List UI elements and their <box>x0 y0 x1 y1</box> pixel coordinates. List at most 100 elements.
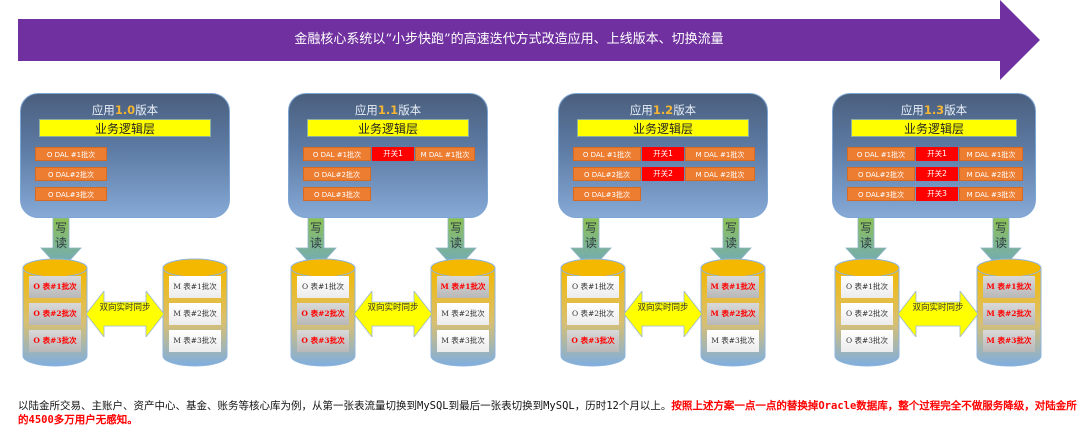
read-write-label: 写读 <box>309 221 322 250</box>
o-dal-box: O DAL#2批次 <box>35 167 107 181</box>
bidirectional-sync-arrow <box>624 291 702 337</box>
cylinder-top <box>290 258 356 278</box>
o-dal-box: O DAL #1批次 <box>303 147 371 161</box>
read-write-label: 写读 <box>584 221 597 250</box>
o-dal-box: O DAL#3批次 <box>847 187 915 201</box>
o-dal-box: O DAL #1批次 <box>847 147 915 161</box>
o-dal-box: O DAL#3批次 <box>573 187 641 201</box>
table-batch-cell: M 表#2批次 <box>437 303 489 325</box>
table-batch-cell: O 表#2批次 <box>567 303 619 325</box>
version-number: 1.0 <box>114 103 136 117</box>
o-dal-box: O DAL#2批次 <box>573 167 641 181</box>
version-number: 1.3 <box>923 103 945 117</box>
m-dal-box: M DAL #2批次 <box>685 167 755 181</box>
table-batch-cell: O 表#3批次 <box>297 330 349 352</box>
title-suffix: 版本 <box>673 103 697 117</box>
timeline-arrow-shape <box>18 0 1040 80</box>
title-suffix: 版本 <box>398 103 422 117</box>
title-prefix: 应用 <box>900 103 924 117</box>
switch-box: 开关1 <box>642 147 684 161</box>
table-batch-cell: M 表#2批次 <box>707 303 759 325</box>
m-dal-box: M DAL #3批次 <box>959 187 1023 201</box>
read-write-label: 写读 <box>54 221 67 250</box>
table-batch-cell: M 表#1批次 <box>169 276 221 298</box>
table-batch-cell: O 表#1批次 <box>297 276 349 298</box>
o-dal-box: O DAL #1批次 <box>573 147 641 161</box>
table-batch-cell: O 表#1批次 <box>841 276 893 298</box>
table-batch-cell: O 表#3批次 <box>567 330 619 352</box>
business-logic-layer: 业务逻辑层 <box>307 119 469 137</box>
timeline-arrow <box>18 0 1040 80</box>
business-logic-layer: 业务逻辑层 <box>577 119 749 137</box>
switch-box: 开关2 <box>642 167 684 181</box>
switch-box: 开关3 <box>916 187 958 201</box>
table-batch-cell: M 表#1批次 <box>707 276 759 298</box>
cylinder-top <box>22 258 88 278</box>
title-suffix: 版本 <box>944 103 968 117</box>
footer-description: 以陆金所交易、主账户、资产中心、基金、账务等核心库为例，从第一张表流量切换到My… <box>18 399 1078 427</box>
table-batch-cell: M 表#3批次 <box>707 330 759 352</box>
title-prefix: 应用 <box>91 103 115 117</box>
cylinder-top <box>162 258 228 278</box>
cylinder-top <box>700 258 766 278</box>
cylinder-top <box>430 258 496 278</box>
bidirectional-sync-arrow <box>86 291 164 337</box>
business-logic-layer: 业务逻辑层 <box>851 119 1017 137</box>
o-dal-box: O DAL#2批次 <box>847 167 915 181</box>
sync-label: 双向实时同步 <box>99 303 151 313</box>
table-batch-cell: O 表#2批次 <box>841 303 893 325</box>
table-batch-cell: M 表#3批次 <box>983 330 1035 352</box>
banner-title: 金融核心系统以“小步快跑”的高速迭代方式改造应用、上线版本、切换流量 <box>294 32 724 47</box>
sync-label: 双向实时同步 <box>912 303 964 313</box>
version-number: 1.2 <box>652 103 674 117</box>
bidirectional-sync-arrow <box>898 291 978 337</box>
sync-arrow-shape <box>354 291 432 337</box>
title-suffix: 版本 <box>135 103 159 117</box>
read-write-label: 写读 <box>449 221 462 250</box>
m-dal-box: M DAL #1批次 <box>415 147 475 161</box>
business-logic-layer: 业务逻辑层 <box>39 119 211 137</box>
table-batch-cell: O 表#2批次 <box>29 303 81 325</box>
o-dal-box: O DAL#3批次 <box>303 187 371 201</box>
title-prefix: 应用 <box>354 103 378 117</box>
table-batch-cell: M 表#3批次 <box>437 330 489 352</box>
table-batch-cell: O 表#2批次 <box>297 303 349 325</box>
cylinder-top <box>834 258 900 278</box>
table-batch-cell: O 表#3批次 <box>841 330 893 352</box>
m-dal-box: M DAL #1批次 <box>959 147 1023 161</box>
panel-title: 应用1.0版本 <box>21 102 229 118</box>
sync-arrow-shape <box>624 291 702 337</box>
o-dal-box: O DAL#3批次 <box>35 187 107 201</box>
arrow-shape <box>40 218 82 271</box>
footer-normal-text: 以陆金所交易、主账户、资产中心、基金、账务等核心库为例，从第一张表流量切换到My… <box>18 400 672 412</box>
table-batch-cell: M 表#2批次 <box>983 303 1035 325</box>
switch-box: 开关2 <box>916 167 958 181</box>
read-write-label: 写读 <box>994 221 1007 250</box>
bidirectional-sync-arrow <box>354 291 432 337</box>
footer-highlight-text: 按照上述方案一点一点的替换掉Oracle数据库，整个过程完全不做服务降级，对陆金… <box>18 400 1077 426</box>
table-batch-cell: M 表#1批次 <box>437 276 489 298</box>
write-read-arrow-oracle <box>40 218 82 271</box>
panel-title: 应用1.3版本 <box>833 102 1035 118</box>
switch-box: 开关1 <box>372 147 414 161</box>
cylinder-top <box>976 258 1042 278</box>
read-write-label: 写读 <box>724 221 737 250</box>
title-prefix: 应用 <box>629 103 653 117</box>
sync-arrow-shape <box>86 291 164 337</box>
cylinder-top <box>560 258 626 278</box>
table-batch-cell: M 表#1批次 <box>983 276 1035 298</box>
sync-arrow-shape <box>898 291 978 337</box>
sync-label: 双向实时同步 <box>637 303 689 313</box>
panel-title: 应用1.2版本 <box>559 102 767 118</box>
panel-title: 应用1.1版本 <box>289 102 487 118</box>
read-write-label: 写读 <box>859 221 872 250</box>
sync-label: 双向实时同步 <box>367 303 419 313</box>
table-batch-cell: O 表#1批次 <box>29 276 81 298</box>
o-dal-box: O DAL #1批次 <box>35 147 107 161</box>
version-number: 1.1 <box>377 103 399 117</box>
table-batch-cell: O 表#1批次 <box>567 276 619 298</box>
table-batch-cell: M 表#3批次 <box>169 330 221 352</box>
